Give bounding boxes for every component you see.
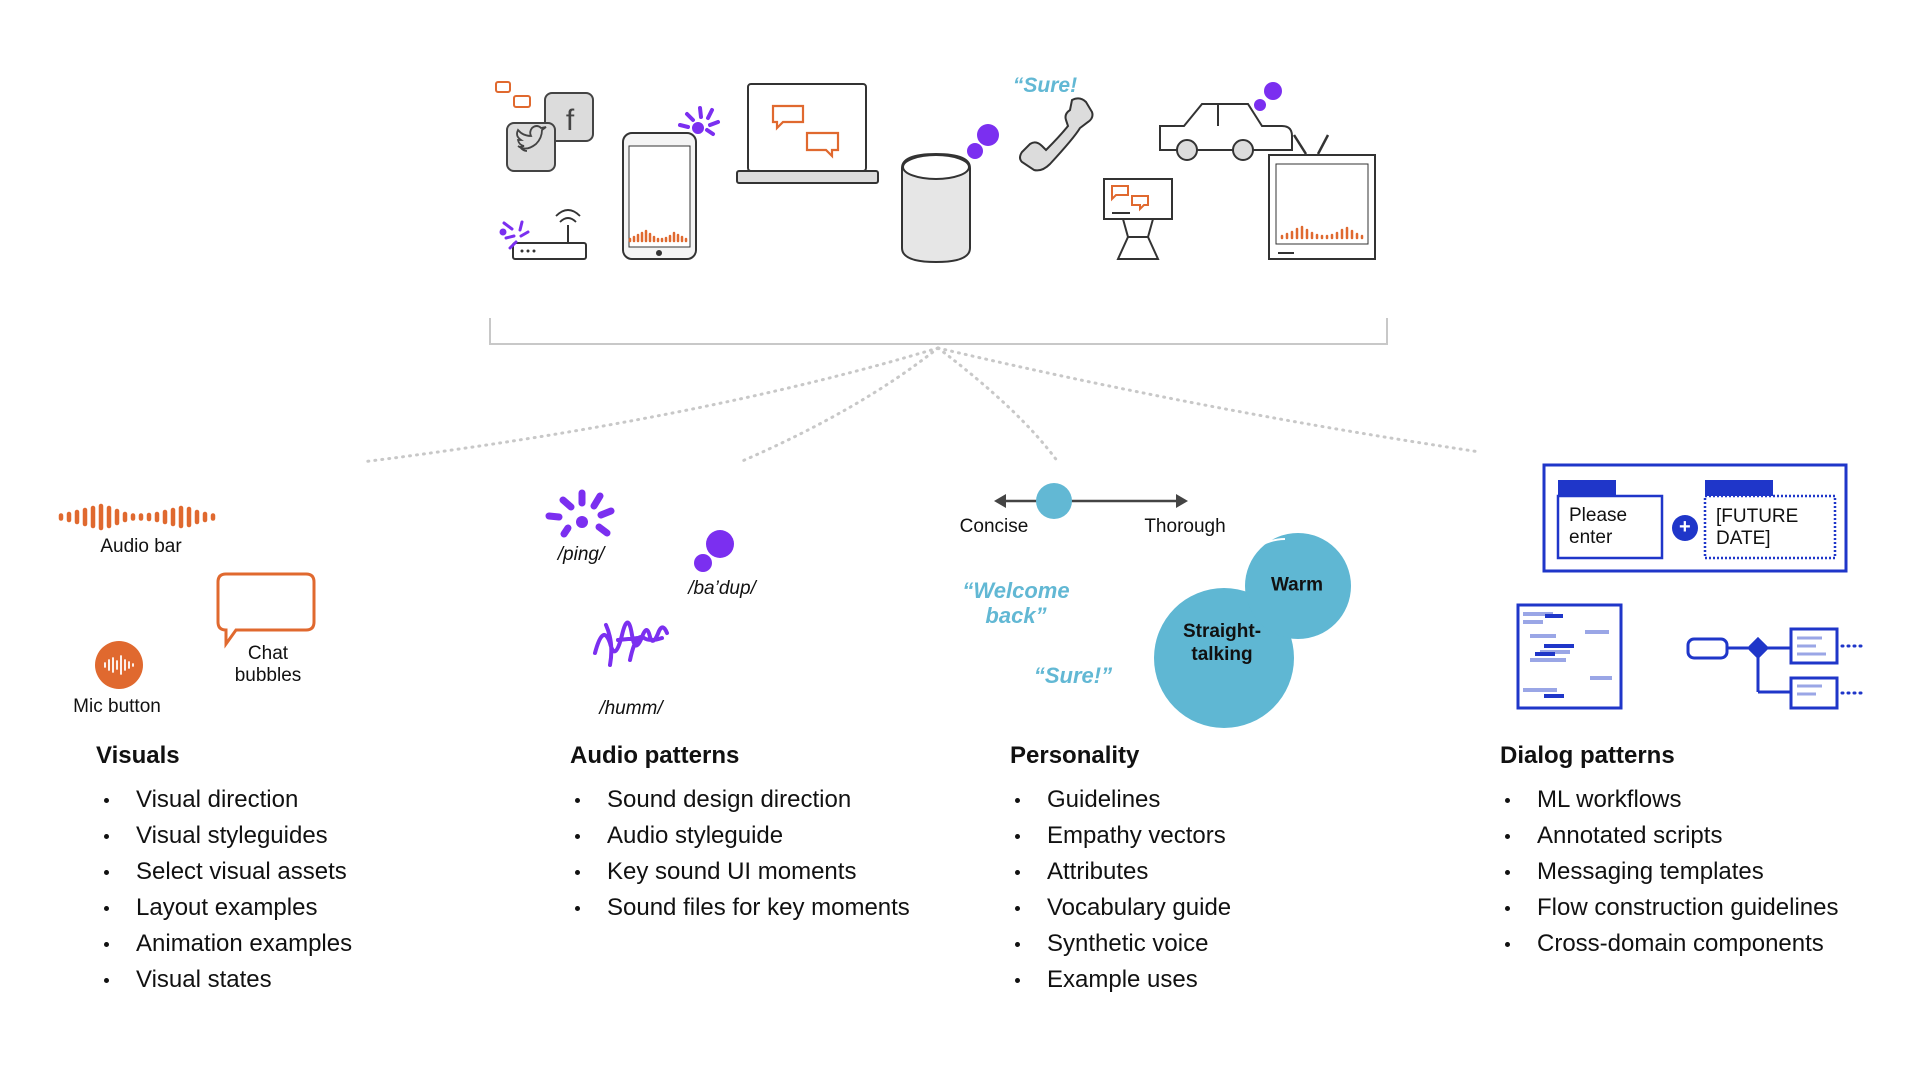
flow-chart-icon xyxy=(1686,627,1868,710)
chat-bubble-icon xyxy=(216,572,316,649)
welcome-back-quote: “Welcome back” xyxy=(962,578,1070,629)
list-item: Messaging templates xyxy=(1499,854,1839,890)
dialog-template-icon xyxy=(1542,463,1848,573)
thorough-label: Thorough xyxy=(1144,516,1226,537)
list-item: Visual states xyxy=(98,962,352,998)
dotted-connectors xyxy=(360,346,1482,464)
social-media-icons: f xyxy=(495,81,594,172)
future-date-label: [FUTURE DATE] xyxy=(1716,506,1799,549)
sure-quote-top: “Sure! xyxy=(1012,74,1078,97)
ping-icon xyxy=(545,489,615,538)
list-item: Vocabulary guide xyxy=(1009,890,1231,926)
smartphone-icon xyxy=(622,132,697,260)
tv-icon xyxy=(1268,134,1376,260)
warm-trait-label: Warm xyxy=(1270,574,1324,596)
list-item: Audio styleguide xyxy=(569,818,910,854)
mic-button-icon xyxy=(95,641,143,689)
humm-label: /humm/ xyxy=(599,698,663,719)
car-icon xyxy=(1159,82,1293,161)
list-item: Annotated scripts xyxy=(1499,818,1839,854)
list-item: Animation examples xyxy=(98,926,352,962)
section-title-personality: Personality xyxy=(1010,742,1140,769)
concise-thorough-slider xyxy=(994,483,1188,519)
devices-bracket xyxy=(489,318,1388,345)
badup-label: /ba’dup/ xyxy=(688,578,756,599)
please-enter-label: Please enter xyxy=(1569,505,1628,548)
list-item: Visual direction xyxy=(98,782,352,818)
traits-venn-diagram xyxy=(1154,533,1351,728)
list-item: Attributes xyxy=(1009,854,1231,890)
list-item: Cross-domain components xyxy=(1499,926,1839,962)
chat-bubble-small-icon xyxy=(513,95,531,108)
sound-burst-icon xyxy=(499,220,530,250)
badup-icon xyxy=(694,530,734,572)
humm-icon xyxy=(593,620,669,667)
list-item: Layout examples xyxy=(98,890,352,926)
list-item: ML workflows xyxy=(1499,782,1839,818)
list-item: Sound files for key moments xyxy=(569,890,910,926)
ping-label: /ping/ xyxy=(557,544,605,565)
plus-icon: + xyxy=(1679,516,1691,538)
sure-quote: “Sure!” xyxy=(1033,663,1113,688)
concise-label: Concise xyxy=(959,516,1029,537)
laptop-icon xyxy=(736,83,879,184)
twitter-bird-shape xyxy=(516,125,547,152)
phone-handset-icon xyxy=(1019,97,1094,172)
list-item: Key sound UI moments xyxy=(569,854,910,890)
audio-bar-icon xyxy=(58,503,216,531)
kiosk-icon xyxy=(1103,178,1173,260)
list-item: Synthetic voice xyxy=(1009,926,1231,962)
list-item: Example uses xyxy=(1009,962,1231,998)
list-item: Select visual assets xyxy=(98,854,352,890)
list-item: Flow construction guidelines xyxy=(1499,890,1839,926)
audio-patterns-list: Sound design direction Audio styleguide … xyxy=(569,782,910,926)
smart-speaker-icon xyxy=(901,124,999,264)
list-item: Empathy vectors xyxy=(1009,818,1231,854)
chat-bubbles-label: Chat bubbles xyxy=(234,643,302,686)
visuals-list: Visual direction Visual styleguides Sele… xyxy=(98,782,352,998)
dialog-patterns-list: ML workflows Annotated scripts Messaging… xyxy=(1499,782,1839,962)
straight-talking-trait-label: Straight- talking xyxy=(1182,621,1262,665)
mic-button-label: Mic button xyxy=(73,696,161,717)
list-item: Guidelines xyxy=(1009,782,1231,818)
section-title-audio-patterns: Audio patterns xyxy=(570,742,740,769)
section-title-dialog-patterns: Dialog patterns xyxy=(1500,742,1675,769)
audio-bar-label: Audio bar xyxy=(100,536,182,557)
sound-burst-icon xyxy=(678,106,720,136)
facebook-icon xyxy=(544,92,594,142)
list-item: Sound design direction xyxy=(569,782,910,818)
chat-bubble-small-icon xyxy=(495,81,511,93)
annotated-script-icon xyxy=(1516,603,1623,710)
section-title-visuals: Visuals xyxy=(96,742,180,769)
router-icon xyxy=(512,209,587,260)
list-item: Visual styleguides xyxy=(98,818,352,854)
personality-list: Guidelines Empathy vectors Attributes Vo… xyxy=(1009,782,1231,998)
facebook-letter: f xyxy=(566,104,575,137)
